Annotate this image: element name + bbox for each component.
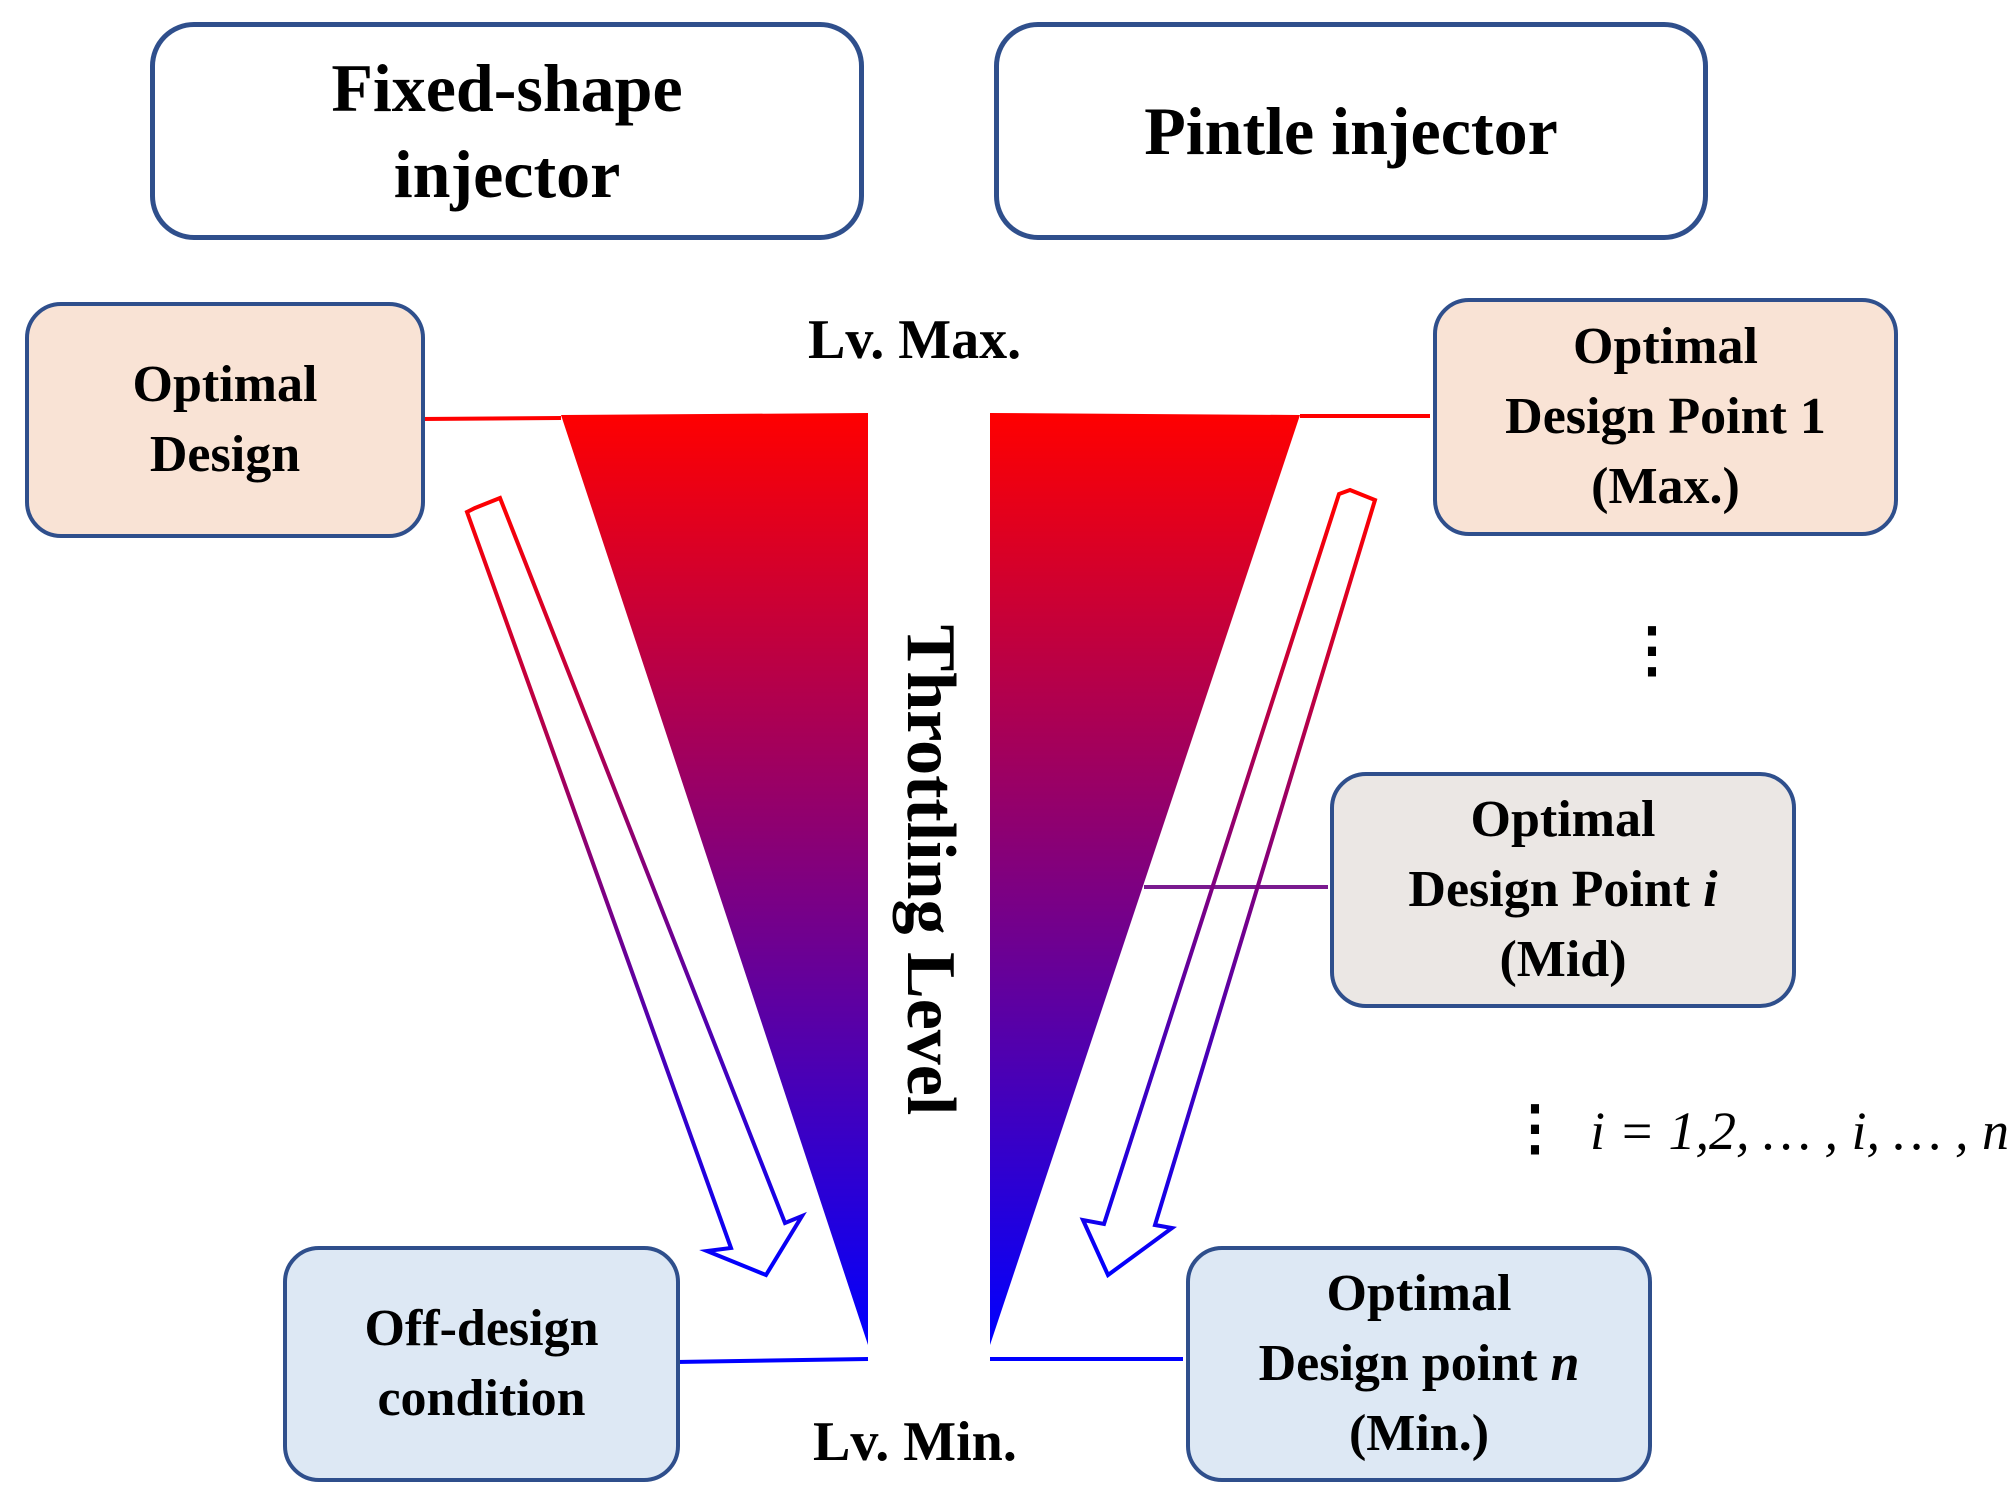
left-throttle-wedge [561,413,868,1345]
off-design-line1: Off-design [364,1300,599,1357]
vertical-ellipsis-upper: ⋮ [1622,617,1682,683]
optimal-design-box: Optimal Design [25,302,425,538]
pointn-line1: Optimal [1326,1265,1512,1322]
pointn-index-symbol: n [1550,1335,1580,1392]
point1-line3: (Max.) [1591,458,1740,515]
pointn-line2-text: Design point [1258,1335,1551,1392]
pointi-line3: (Mid) [1499,931,1627,988]
vertical-ellipsis-lower: ⋮ [1505,1095,1565,1161]
optimal-design-point-i-box: Optimal Design Point i (Mid) [1330,772,1796,1008]
right-throttle-wedge [990,413,1300,1345]
connector-off-design [675,1357,869,1364]
point1-line2: Design Point 1 [1505,388,1826,445]
off-design-line2: condition [377,1370,586,1427]
pointn-line3: (Min.) [1348,1405,1490,1462]
level-max-label: Lv. Max. [808,309,1022,371]
pointi-line1: Optimal [1470,791,1656,848]
pointi-line2: Design Point i [1408,855,1717,925]
pintle-header-label: Pintle injector [1144,93,1558,169]
pintle-injector-header: Pintle injector [994,22,1708,240]
right-arrow [1079,487,1378,1279]
level-min-label: Lv. Min. [813,1411,1017,1473]
pointi-line2-text: Design Point [1408,861,1704,918]
index-formula: i = 1,2, … , i, … , n [1590,1101,2009,1161]
connector-optimal-design [420,416,562,421]
off-design-condition-box: Off-design condition [283,1246,680,1482]
optimal-design-point-n-box: Optimal Design point n (Min.) [1186,1246,1652,1482]
left-arrow [464,495,807,1278]
optimal-design-line1: Optimal [132,356,318,413]
pointi-index-symbol: i [1703,861,1718,918]
pointn-line2: Design point n [1259,1329,1580,1399]
fixed-shape-header-line1: Fixed-shape [331,50,683,126]
optimal-design-line2: Design [149,426,301,483]
fixed-shape-injector-header: Fixed-shape injector [150,22,864,240]
fixed-shape-header-line2: injector [393,136,621,212]
optimal-design-point-1-box: Optimal Design Point 1 (Max.) [1433,298,1898,536]
point1-line1: Optimal [1573,318,1758,375]
throttling-level-axis-label: Throttling Level [892,624,969,1116]
